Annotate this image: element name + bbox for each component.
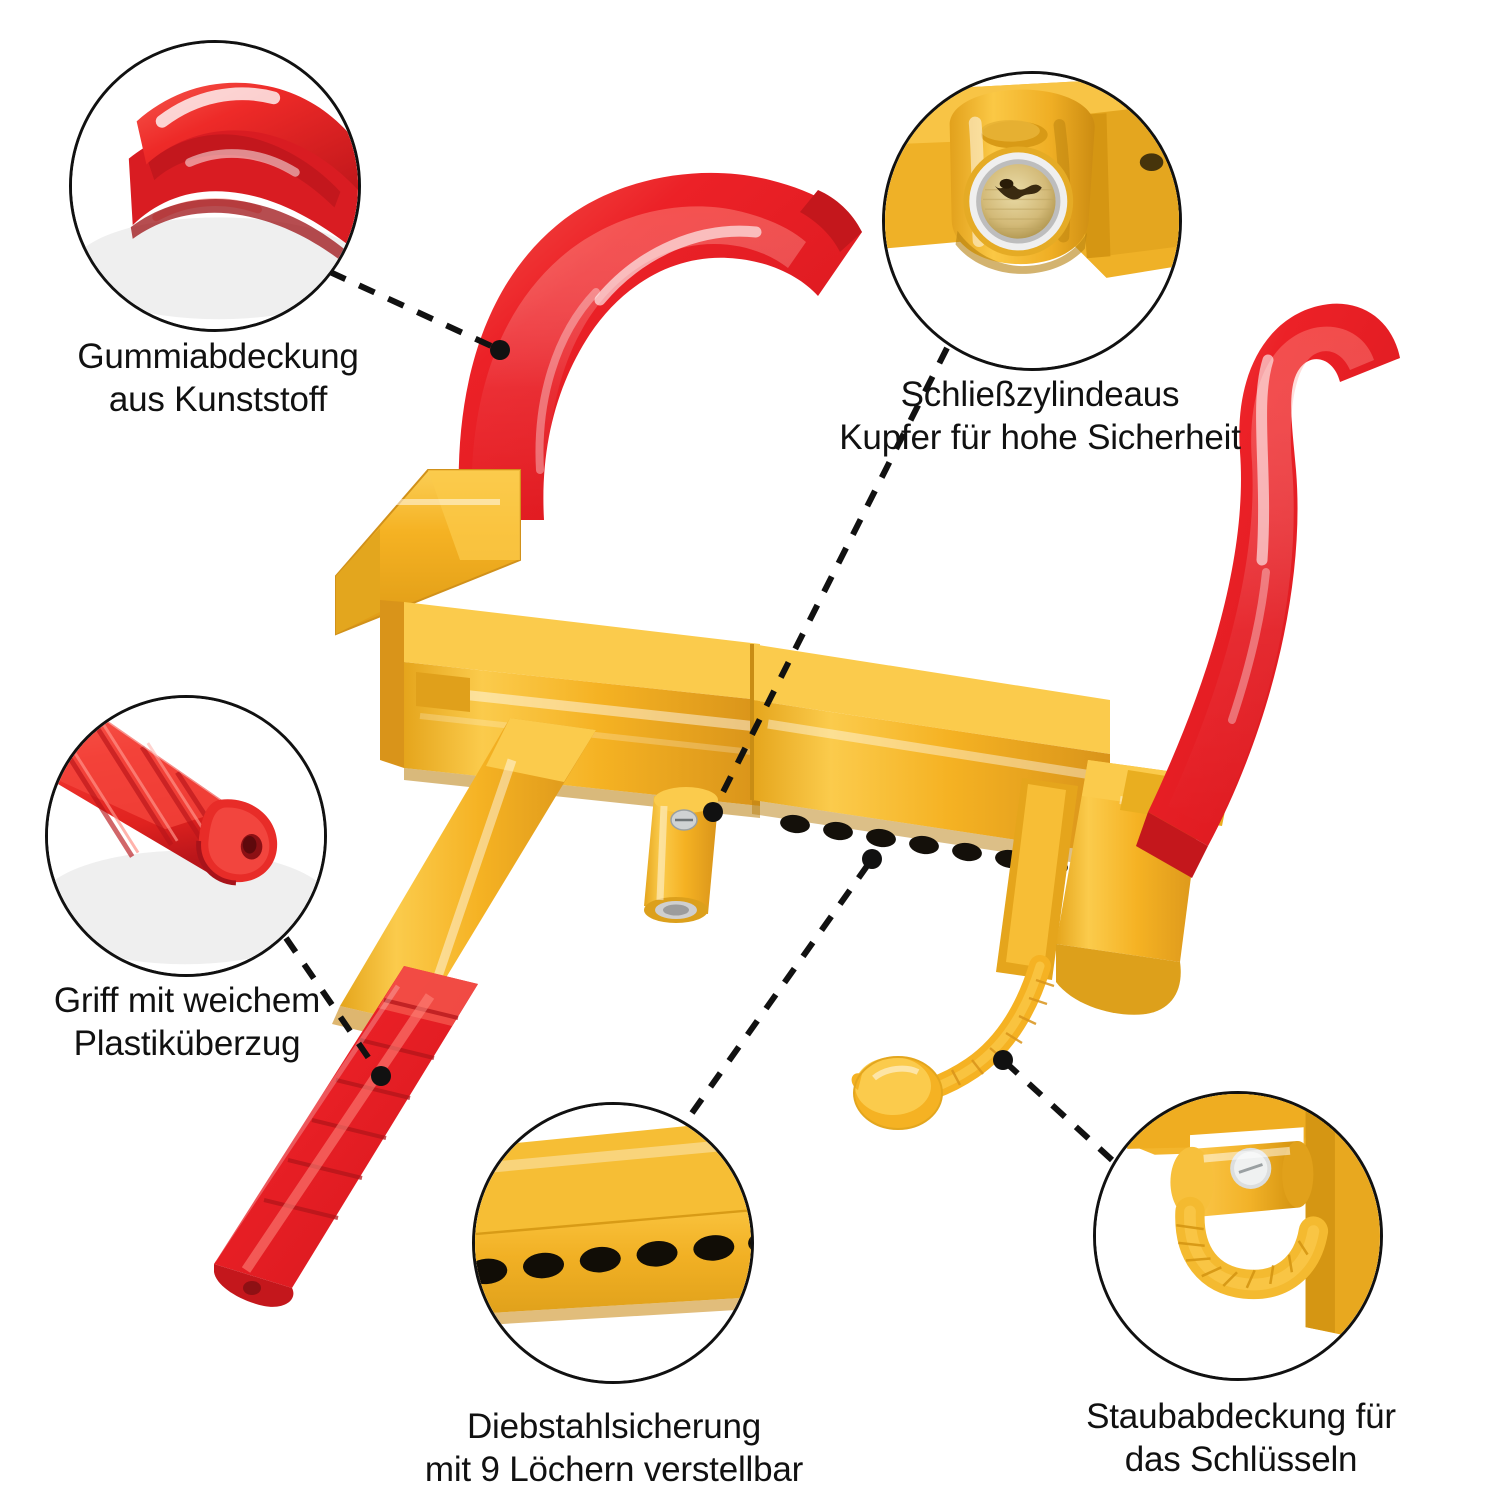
lock-barrel — [644, 787, 718, 923]
caption-nine-holes: Diebstahlsicherung mit 9 Löchern verstel… — [424, 1407, 804, 1489]
dust-cap — [851, 955, 1055, 1130]
red-grip — [211, 966, 478, 1307]
callout-nine-holes[interactable] — [472, 1102, 754, 1384]
detail-yellow-dust-cap-hinge — [1096, 1094, 1380, 1378]
left-yellow-jaw — [335, 469, 521, 636]
detail-red-plastic-hook-cover — [72, 43, 358, 329]
caption-dust-cover: Staubabdeckung für das Schlüsseln — [1086, 1397, 1396, 1479]
callout-rubber-cover[interactable] — [69, 40, 361, 332]
callout-soft-grip[interactable] — [45, 695, 327, 977]
caption-rubber-cover: Gummiabdeckung aus Kunststoff — [77, 337, 359, 419]
right-red-hook — [1136, 303, 1400, 878]
detail-red-ribbed-grip — [48, 698, 324, 974]
caption-soft-grip: Griff mit weichem Plastiküberzug — [53, 981, 321, 1063]
caption-lock-cylinder: Schließzylindeaus Kupfer für hohe Sicher… — [839, 375, 1241, 457]
callout-dust-cover[interactable] — [1093, 1091, 1383, 1381]
left-red-hook — [458, 172, 862, 520]
callout-lock-cylinder[interactable] — [882, 71, 1182, 371]
detail-yellow-bar-with-holes — [475, 1105, 751, 1381]
detail-brass-lock-cylinder — [885, 74, 1179, 368]
main-beam — [380, 600, 760, 818]
